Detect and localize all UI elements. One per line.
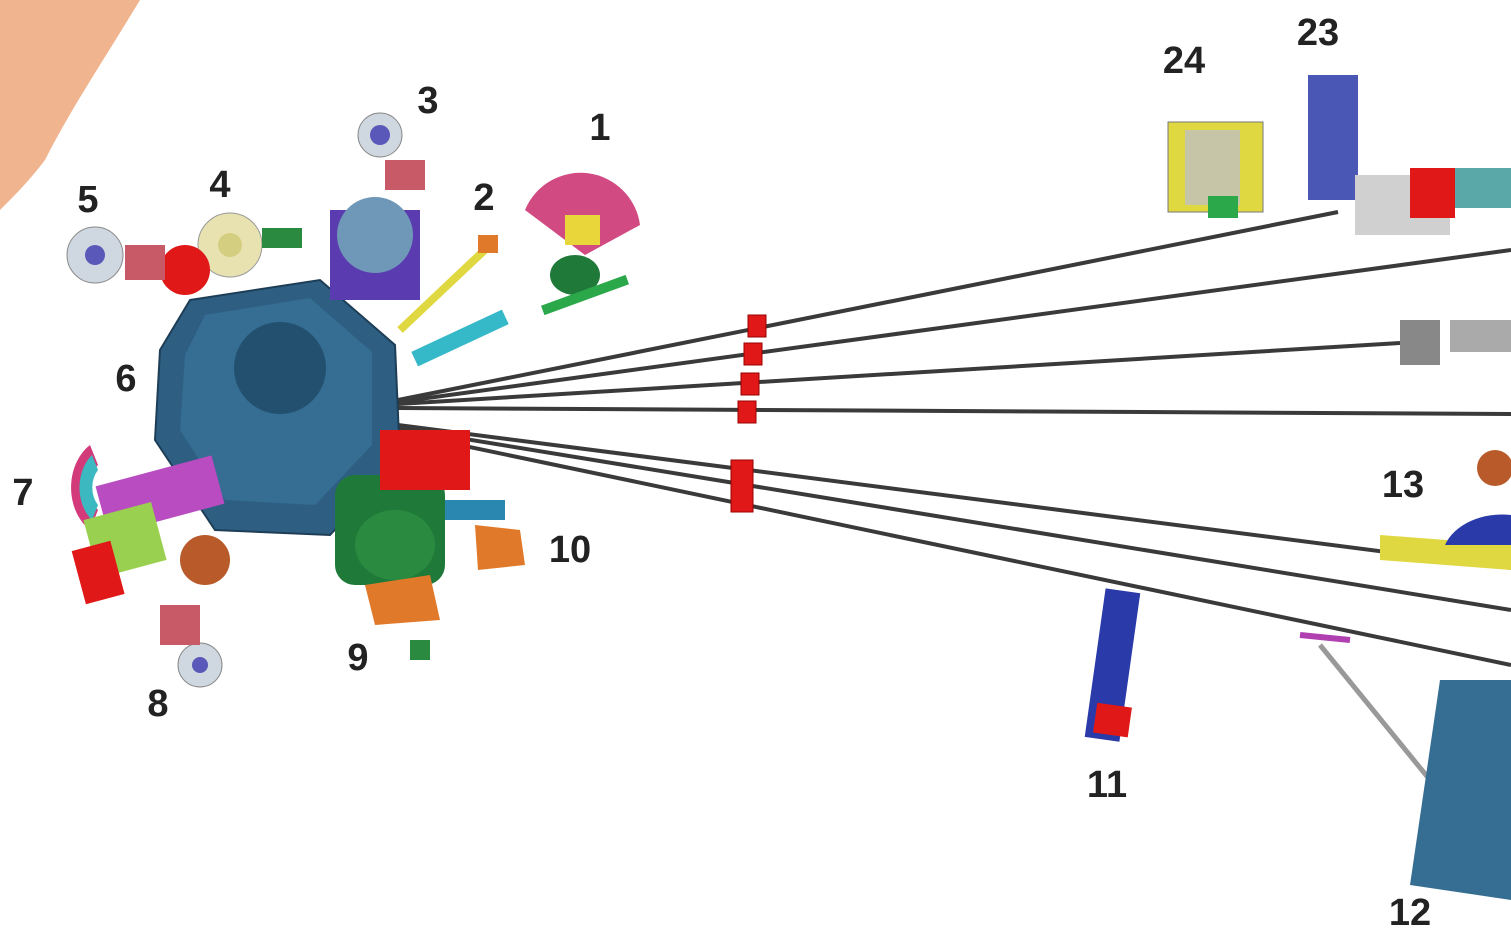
guide-tube-7 [397, 430, 1511, 667]
label-13: 13 [1382, 464, 1424, 506]
label-12: 12 [1389, 892, 1431, 930]
shutter-1 [747, 314, 767, 338]
instrument-1 [525, 172, 640, 316]
label-7: 7 [12, 472, 33, 514]
instrument-13 [1380, 450, 1511, 570]
label-1: 1 [589, 107, 610, 149]
label-2: 2 [473, 177, 494, 219]
instrument-4 [160, 212, 302, 295]
label-23: 23 [1297, 12, 1339, 54]
instrument-10 [445, 500, 525, 570]
instrument-24 [1167, 121, 1264, 218]
instrument-2 [397, 235, 509, 367]
shutter-2 [743, 342, 763, 366]
instrument-8 [160, 535, 230, 688]
label-6: 6 [115, 358, 136, 400]
instrument-3 [330, 112, 425, 300]
guide-tube-4 [397, 406, 1511, 416]
instrument-12 [1299, 632, 1511, 900]
instrument-7 [71, 445, 225, 605]
label-3: 3 [417, 80, 438, 122]
guide-tube-5 [397, 423, 1511, 570]
shutter-3 [740, 372, 760, 396]
label-5: 5 [77, 179, 98, 221]
instrument-5 [66, 226, 165, 284]
shutter-5 [730, 459, 754, 513]
label-10: 10 [549, 529, 591, 571]
label-4: 4 [209, 164, 230, 206]
background-arc [0, 0, 140, 210]
label-11: 11 [1087, 764, 1127, 806]
instrument-11 [1084, 588, 1141, 742]
label-9: 9 [347, 637, 368, 679]
instrument-right [1400, 320, 1511, 365]
guide-tube-6 [397, 426, 1511, 612]
guide-tube-2 [397, 248, 1511, 404]
guide-tube-1 [397, 210, 1339, 402]
guide-tubes [397, 210, 1511, 667]
shutter-4 [737, 400, 757, 424]
guide-tube-3 [397, 341, 1401, 406]
instrument-9 [335, 475, 445, 660]
label-8: 8 [147, 683, 168, 725]
shield-block [380, 430, 470, 490]
label-24: 24 [1163, 40, 1205, 82]
shutters [730, 314, 767, 513]
instrument-23 [1308, 75, 1511, 235]
labels: 1 2 3 4 5 6 7 8 9 10 11 12 13 23 24 [12, 12, 1431, 930]
reactor-core-icon [153, 278, 402, 537]
